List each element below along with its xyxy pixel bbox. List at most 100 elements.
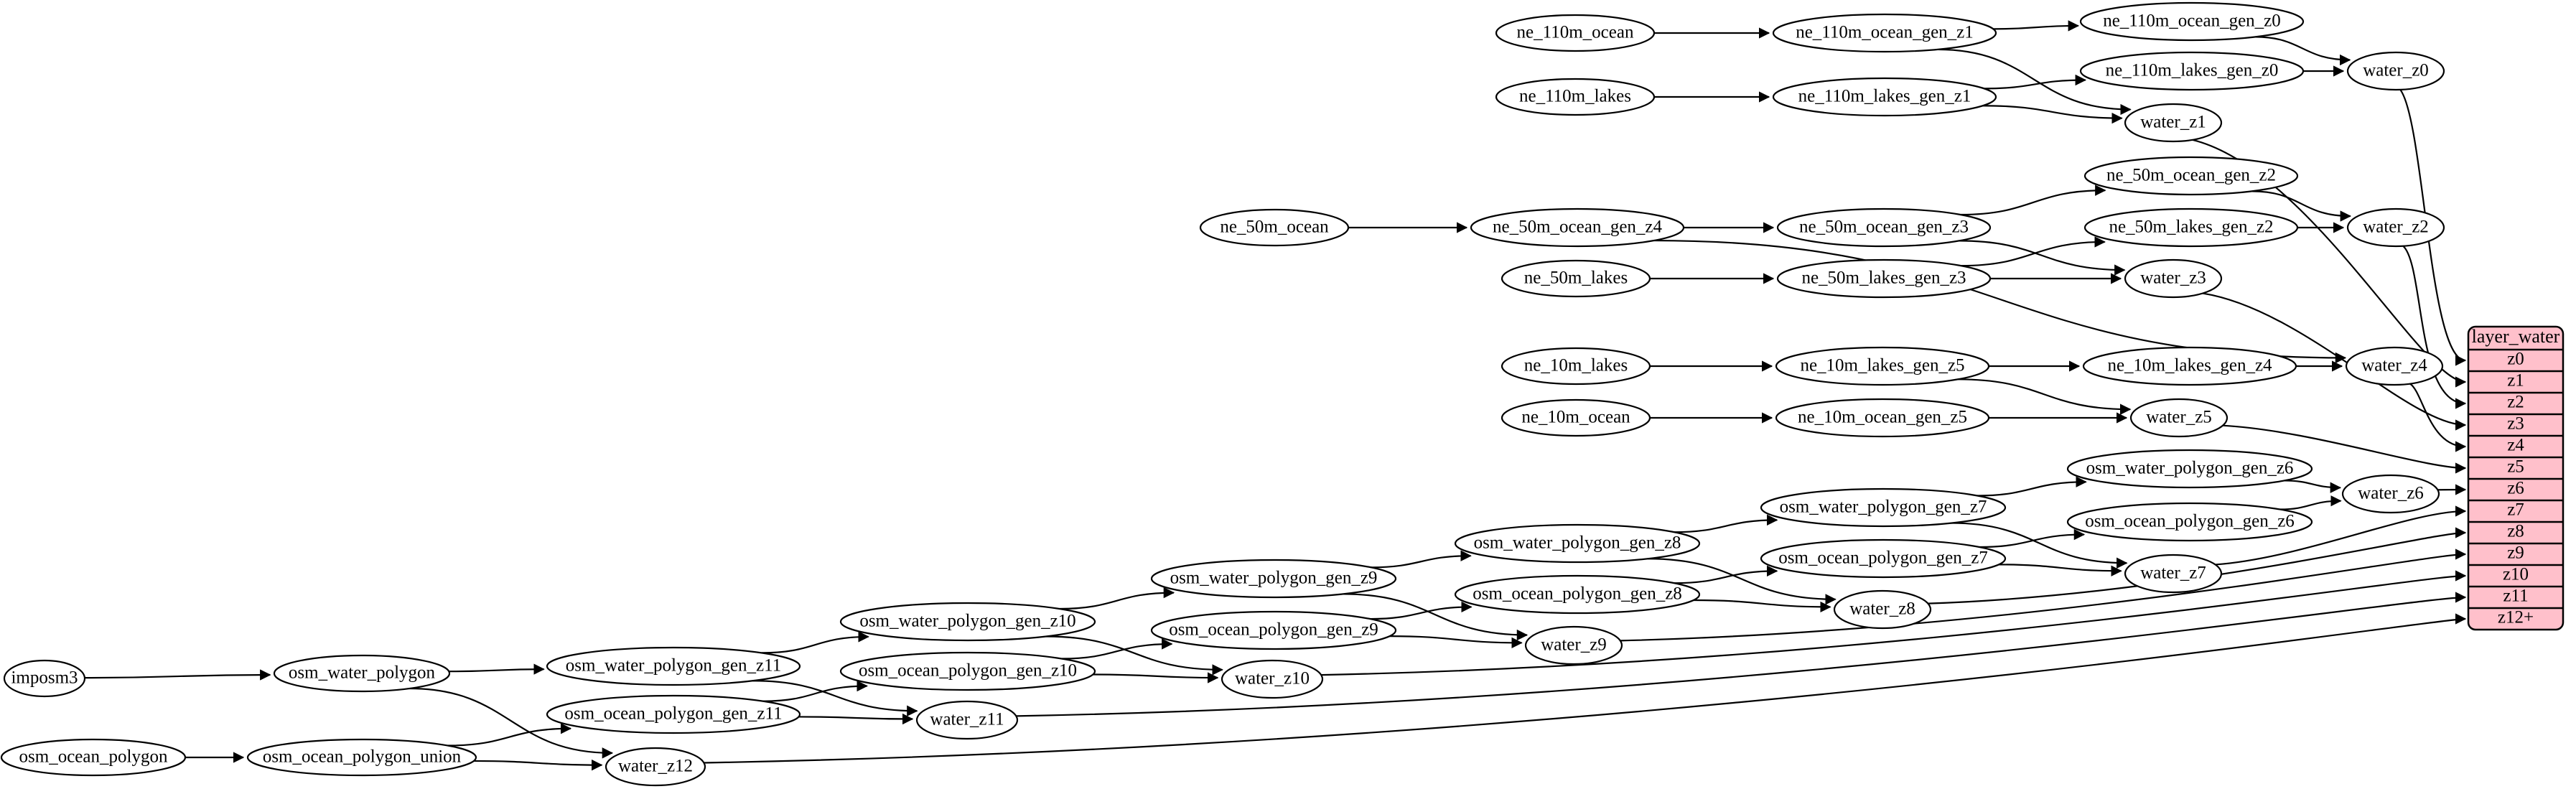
- layer-water-row-z0[interactable]: z0: [2507, 350, 2524, 369]
- node-label: ne_110m_lakes_gen_z1: [1798, 87, 1971, 106]
- node-shape: [246, 738, 477, 777]
- layer-water-row-z12plus[interactable]: z12+: [2498, 608, 2534, 627]
- node-shape: [1454, 523, 1701, 564]
- node-shape: [2124, 554, 2223, 594]
- layer-water-row-z5[interactable]: z5: [2507, 457, 2524, 477]
- layer-water-row-z1[interactable]: z1: [2507, 371, 2524, 391]
- graph-node-water_z9[interactable]: water_z9: [1524, 625, 1623, 666]
- layer-water-row-z3[interactable]: z3: [2507, 414, 2524, 434]
- node-label: ne_10m_lakes_gen_z4: [2107, 356, 2272, 375]
- graph-node-water_z6[interactable]: water_z6: [2341, 474, 2440, 514]
- graph-node-ne_10m_lakes_gen_z4[interactable]: ne_10m_lakes_gen_z4: [2082, 346, 2297, 386]
- layer-water-row-z4[interactable]: z4: [2507, 436, 2524, 455]
- layer-water-record[interactable]: layer_waterz0z1z2z3z4z5z6z7z8z9z10z11z12…: [2467, 325, 2565, 631]
- graph-node-water_z3[interactable]: water_z3: [2124, 258, 2223, 299]
- graph-node-water_z0[interactable]: water_z0: [2346, 51, 2445, 91]
- node-shape: [2129, 398, 2229, 438]
- graph-edge: [1674, 514, 1778, 533]
- graph-node-ne_50m_lakes[interactable]: ne_50m_lakes: [1501, 259, 1651, 298]
- node-shape: [1495, 14, 1656, 52]
- graph-node-ne_10m_lakes[interactable]: ne_10m_lakes: [1501, 347, 1651, 386]
- graph-node-osm_ocean_polygon_gen_z10[interactable]: osm_ocean_polygon_gen_z10: [839, 651, 1096, 691]
- graph-edge: [2255, 36, 2351, 66]
- layer-water-row-z7[interactable]: z7: [2507, 500, 2524, 520]
- graph-node-water_z5[interactable]: water_z5: [2129, 398, 2229, 438]
- node-shape: [546, 646, 801, 686]
- graph-node-water_z8[interactable]: water_z8: [1833, 589, 1932, 630]
- graph-node-osm_water_polygon_gen_z11[interactable]: osm_water_polygon_gen_z11: [546, 646, 801, 686]
- graph-node-water_z7[interactable]: water_z7: [2124, 554, 2223, 594]
- layer-edge: [2402, 245, 2467, 409]
- layer-water-row-z9[interactable]: z9: [2507, 543, 2524, 563]
- graph-node-osm_ocean_polygon_union[interactable]: osm_ocean_polygon_union: [246, 738, 477, 777]
- node-shape: [1775, 398, 1990, 438]
- node-shape: [1150, 559, 1397, 599]
- layer-water-row-z11[interactable]: z11: [2503, 587, 2528, 606]
- graph-node-ne_10m_lakes_gen_z5[interactable]: ne_10m_lakes_gen_z5: [1775, 346, 1990, 386]
- node-layer: imposm3 osm_water_polygon osm_ocean_polygo…: [0, 1, 2445, 787]
- node-label: osm_ocean_polygon: [19, 747, 168, 767]
- graph-node-ne_50m_lakes_gen_z2[interactable]: ne_50m_lakes_gen_z2: [2083, 207, 2299, 248]
- graph-node-ne_110m_ocean_gen_z1[interactable]: ne_110m_ocean_gen_z1: [1772, 13, 1997, 53]
- graph-edge: [1693, 599, 1831, 613]
- graph-node-osm_ocean_polygon_gen_z6[interactable]: osm_ocean_polygon_gen_z6: [2066, 502, 2313, 542]
- graph-node-water_z2[interactable]: water_z2: [2346, 207, 2445, 248]
- node-shape: [2345, 346, 2444, 386]
- graph-node-water_z1[interactable]: water_z1: [2124, 103, 2223, 143]
- graph-node-ne_50m_ocean[interactable]: ne_50m_ocean: [1199, 208, 1350, 247]
- node-shape: [1221, 659, 1324, 699]
- graph-node-ne_50m_ocean_gen_z4[interactable]: ne_50m_ocean_gen_z4: [1470, 207, 1685, 248]
- node-shape: [1501, 347, 1651, 386]
- graph-node-ne_110m_ocean[interactable]: ne_110m_ocean: [1495, 14, 1656, 52]
- graph-node-osm_water_polygon_gen_z8[interactable]: osm_water_polygon_gen_z8: [1454, 523, 1701, 564]
- graph-node-ne_50m_ocean_gen_z2[interactable]: ne_50m_ocean_gen_z2: [2083, 156, 2299, 196]
- graph-edge: [1389, 635, 1523, 649]
- layer-water-row-z8[interactable]: z8: [2507, 522, 2524, 541]
- layer-edge: [1016, 592, 2467, 717]
- graph-node-imposm3[interactable]: imposm3: [3, 659, 86, 698]
- layer-water-row-z10[interactable]: z10: [2503, 565, 2529, 584]
- graph-node-osm_ocean_polygon_gen_z9[interactable]: osm_ocean_polygon_gen_z9: [1150, 610, 1397, 650]
- graph-node-water_z11[interactable]: water_z11: [915, 700, 1019, 740]
- graph-node-osm_ocean_polygon[interactable]: osm_ocean_polygon: [0, 738, 187, 777]
- graph-node-ne_110m_lakes_gen_z0[interactable]: ne_110m_lakes_gen_z0: [2079, 51, 2305, 91]
- graph-edge: [449, 663, 545, 675]
- graph-node-ne_110m_lakes_gen_z1[interactable]: ne_110m_lakes_gen_z1: [1772, 77, 1997, 117]
- node-label: osm_ocean_polygon_gen_z11: [564, 704, 782, 724]
- graph-node-ne_50m_ocean_gen_z3[interactable]: ne_50m_ocean_gen_z3: [1776, 207, 1992, 248]
- graph-node-water_z10[interactable]: water_z10: [1221, 659, 1324, 699]
- node-label: osm_ocean_polygon_gen_z8: [1473, 584, 1682, 604]
- graph-edge: [1961, 236, 2106, 267]
- layer-water-row-z6[interactable]: z6: [2507, 479, 2524, 498]
- graph-node-ne_110m_lakes[interactable]: ne_110m_lakes: [1495, 78, 1656, 116]
- graph-node-osm_water_polygon_gen_z9[interactable]: osm_water_polygon_gen_z9: [1150, 559, 1397, 599]
- graph-node-water_z12[interactable]: water_z12: [605, 747, 706, 787]
- graph-edge: [84, 669, 271, 681]
- graph-node-ne_50m_lakes_gen_z3[interactable]: ne_50m_lakes_gen_z3: [1776, 258, 1992, 299]
- node-label: osm_water_polygon_gen_z6: [2086, 459, 2294, 478]
- graph-edge: [1977, 476, 2087, 497]
- graph-edge: [1343, 593, 1529, 641]
- graph-node-ne_110m_ocean_gen_z0[interactable]: ne_110m_ocean_gen_z0: [2079, 1, 2305, 42]
- graph-edge: [1370, 601, 1473, 620]
- graph-node-ne_10m_ocean[interactable]: ne_10m_ocean: [1501, 398, 1651, 437]
- node-shape: [2341, 474, 2440, 514]
- graph-node-osm_water_polygon[interactable]: osm_water_polygon: [273, 654, 451, 693]
- graph-node-osm_ocean_polygon_gen_z11[interactable]: osm_ocean_polygon_gen_z11: [546, 694, 801, 734]
- node-shape: [1772, 13, 1997, 53]
- node-label: osm_water_polygon_gen_z9: [1170, 569, 1378, 588]
- graph-node-osm_ocean_polygon_gen_z8[interactable]: osm_ocean_polygon_gen_z8: [1454, 574, 1701, 615]
- graph-node-ne_10m_ocean_gen_z5[interactable]: ne_10m_ocean_gen_z5: [1775, 398, 1990, 438]
- graph-node-osm_water_polygon_gen_z6[interactable]: osm_water_polygon_gen_z6: [2066, 449, 2313, 489]
- graph-edge: [763, 680, 868, 702]
- graph-node-osm_ocean_polygon_gen_z7[interactable]: osm_ocean_polygon_gen_z7: [1760, 538, 2007, 579]
- node-label: ne_50m_ocean: [1220, 218, 1329, 237]
- graph-node-osm_water_polygon_gen_z10[interactable]: osm_water_polygon_gen_z10: [839, 602, 1096, 642]
- node-shape: [273, 654, 451, 693]
- graph-node-osm_water_polygon_gen_z7[interactable]: osm_water_polygon_gen_z7: [1760, 487, 2007, 528]
- layer-water-row-z2[interactable]: z2: [2507, 393, 2524, 412]
- graph-edge: [1951, 522, 2128, 569]
- graph-node-water_z4[interactable]: water_z4: [2345, 346, 2444, 386]
- node-shape: [915, 700, 1019, 740]
